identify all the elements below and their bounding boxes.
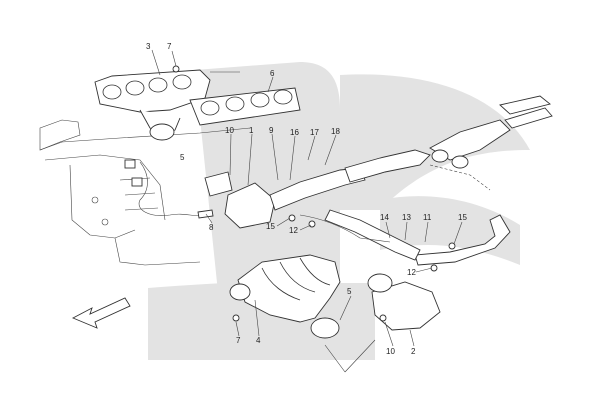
nut: [172, 65, 180, 73]
callout-15: 15: [266, 222, 275, 231]
frame-cross-rail: [39, 127, 251, 151]
gasket-port: [200, 100, 220, 116]
pipe-flange: [451, 155, 469, 169]
callout-11: 11: [423, 213, 432, 222]
tailpipe-lower: [504, 107, 553, 129]
callout-15: 15: [458, 213, 467, 222]
callout-3: 3: [146, 42, 151, 51]
callout-5: 5: [347, 287, 352, 296]
nut: [308, 220, 316, 228]
frame-hole: [91, 196, 99, 204]
upper-catalytic-converter: [224, 182, 276, 229]
manifold-port: [148, 77, 168, 93]
callout-1: 1: [249, 126, 254, 135]
lower-catalytic-converter: [371, 281, 441, 331]
assembly-dash: [429, 164, 491, 191]
callout-12: 12: [407, 268, 416, 277]
fasteners: [172, 65, 456, 322]
callout-17: 17: [310, 128, 319, 137]
sensor-connector: [131, 177, 143, 187]
callouts: 3 7 6 10 1 9 16 17 18 5 8 15 12 14 13 11…: [146, 42, 467, 356]
gasket-port: [250, 92, 270, 108]
gasket-plate: [189, 87, 301, 126]
manifold-port: [125, 80, 145, 96]
callout-7: 7: [167, 42, 172, 51]
leader-lines: [151, 49, 463, 347]
upper-intermediate-pipe: [269, 167, 366, 211]
lower-right-exhaust-line: [324, 209, 511, 331]
nut: [288, 214, 296, 222]
sensor-wiring: [124, 159, 391, 243]
frame-bottom: [114, 237, 201, 266]
callout-2: 2: [411, 347, 416, 356]
forward-direction-arrow-icon: [71, 297, 131, 329]
sensor-harness: [138, 161, 211, 217]
frame-hole: [101, 218, 109, 226]
manifold-left-bank: [94, 69, 211, 141]
lower-manifold-outlet: [310, 317, 340, 339]
callout-7: 7: [236, 336, 241, 345]
callout-10: 10: [386, 347, 395, 356]
callout-16: 16: [290, 128, 299, 137]
tailpipe-upper: [499, 95, 551, 115]
nut: [232, 314, 240, 322]
manifold-port: [172, 74, 192, 90]
frame-side-rail: [44, 154, 166, 221]
callout-14: 14: [380, 213, 389, 222]
callout-12: 12: [289, 226, 298, 235]
gasket-port: [225, 96, 245, 112]
callout-8: 8: [209, 223, 214, 232]
nut: [448, 242, 456, 250]
pipe-flange: [431, 149, 449, 163]
upper-cat-inlet: [204, 171, 233, 197]
callout-4: 4: [256, 336, 261, 345]
direction-arrow: [71, 297, 131, 329]
frame-lower-rail: [69, 164, 136, 239]
sensor-connector: [124, 159, 136, 169]
callout-10: 10: [225, 126, 234, 135]
callout-18: 18: [331, 127, 340, 136]
lower-cross-pipe: [324, 209, 421, 261]
lower-manifold-runners: [261, 257, 331, 301]
lower-cat-flange: [367, 273, 393, 293]
callout-9: 9: [269, 126, 274, 135]
upper-rear-pipe: [344, 149, 431, 183]
callout-5: 5: [180, 153, 185, 162]
upper-exhaust-line: [204, 95, 553, 229]
lower-manifold-flange: [229, 283, 251, 301]
frame-top-rail: [39, 119, 81, 151]
background-bands: [148, 62, 530, 360]
manifold-outlet-flange: [149, 123, 175, 141]
rear-sensor-harness: [299, 214, 391, 243]
manifold-port: [102, 84, 122, 100]
nut: [379, 314, 387, 322]
assembly-v-lines: [324, 339, 376, 373]
manifold-gasket: [189, 87, 301, 126]
chassis-frame: [39, 119, 251, 266]
band-right: [340, 74, 530, 210]
assembly-lines: [210, 71, 491, 373]
oxygen-sensor: [197, 209, 214, 219]
callout-6: 6: [270, 69, 275, 78]
callout-13: 13: [402, 213, 411, 222]
rear-silencer: [429, 119, 511, 161]
lower-intermediate-pipe: [414, 214, 511, 266]
gasket-port: [273, 89, 293, 105]
manifold-right-bank: [229, 254, 341, 339]
